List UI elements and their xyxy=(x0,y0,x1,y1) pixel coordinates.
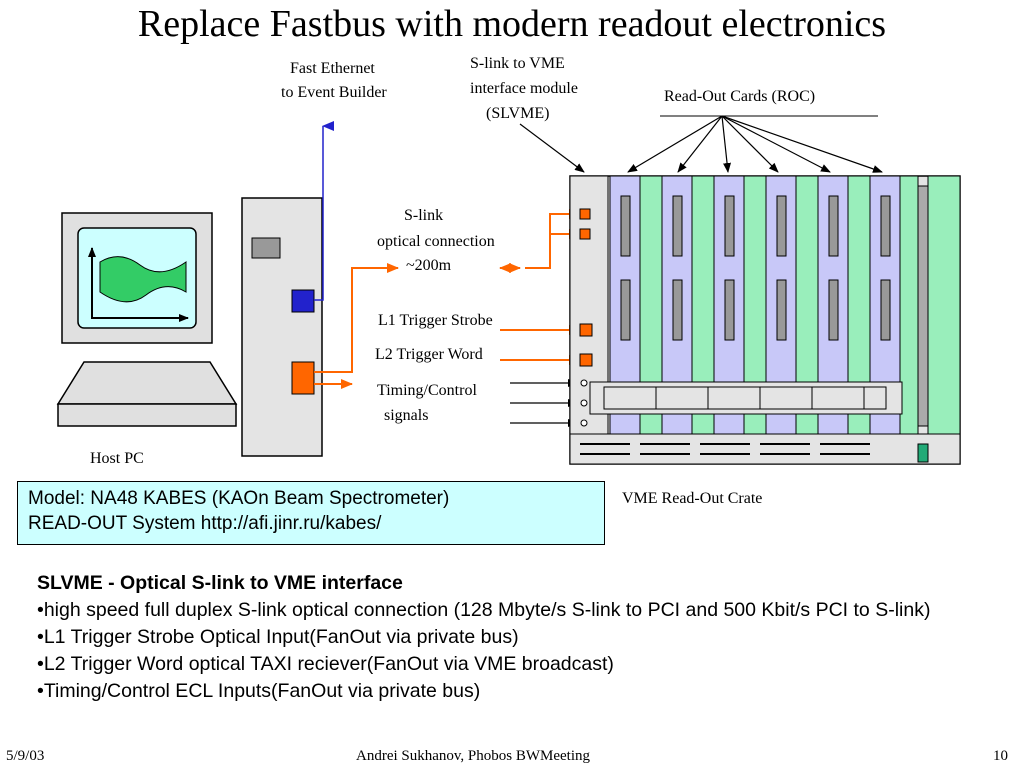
feature-item: •L2 Trigger Word optical TAXI reciever(F… xyxy=(37,653,614,675)
l1-trigger-label: L1 Trigger Strobe xyxy=(378,312,493,329)
roc-pointers xyxy=(627,115,883,173)
slvme-label-2: interface module xyxy=(470,80,578,97)
feature-item: •L1 Trigger Strobe Optical Input(FanOut … xyxy=(37,626,519,648)
fast-ethernet-label-2: to Event Builder xyxy=(281,84,387,101)
slvme-label-1: S-link to VME xyxy=(470,55,565,72)
feature-heading: SLVME - Optical S-link to VME interface xyxy=(37,572,403,594)
model-info-box: Model: NA48 KABES (KAOn Beam Spectromete… xyxy=(17,481,605,545)
slink-label-3: ~200m xyxy=(406,257,452,274)
ethernet-line xyxy=(314,121,334,301)
footer-page-number: 10 xyxy=(993,748,1008,764)
readout-line: READ-OUT System http://afi.jinr.ru/kabes… xyxy=(28,513,382,534)
vme-crate-label: VME Read-Out Crate xyxy=(622,490,762,507)
slink-label-2: optical connection xyxy=(377,233,495,250)
fast-ethernet-label-1: Fast Ethernet xyxy=(290,60,375,77)
vme-crate xyxy=(569,175,961,465)
host-pc-label: Host PC xyxy=(90,450,144,467)
feature-item: •high speed full duplex S-link optical c… xyxy=(37,599,931,621)
slink-label-1: S-link xyxy=(404,207,443,224)
host-pc-keyboard xyxy=(56,361,238,427)
slvme-pointer xyxy=(519,123,585,173)
timing-control-arrows xyxy=(510,379,578,427)
l2-trigger-label: L2 Trigger Word xyxy=(375,346,483,363)
feature-item: •Timing/Control ECL Inputs(FanOut via pr… xyxy=(37,680,481,702)
roc-label: Read-Out Cards (ROC) xyxy=(664,88,815,105)
pc-tower xyxy=(241,197,323,457)
slide-title: Replace Fastbus with modern readout elec… xyxy=(137,3,887,45)
timing-label-2: signals xyxy=(384,407,428,424)
feature-list: SLVME - Optical S-link to VME interface … xyxy=(37,570,997,705)
host-pc-monitor xyxy=(61,212,213,344)
slink-optical-line xyxy=(314,209,581,389)
model-line: Model: NA48 KABES (KAOn Beam Spectromete… xyxy=(28,488,450,509)
footer-date: 5/9/03 xyxy=(6,748,45,764)
ethernet-port xyxy=(291,289,315,313)
timing-label-1: Timing/Control xyxy=(377,382,477,399)
footer-author: Andrei Sukhanov, Phobos BWMeeting xyxy=(356,748,591,764)
slvme-label-3: (SLVME) xyxy=(486,105,549,122)
slink-pci-card xyxy=(291,361,315,395)
